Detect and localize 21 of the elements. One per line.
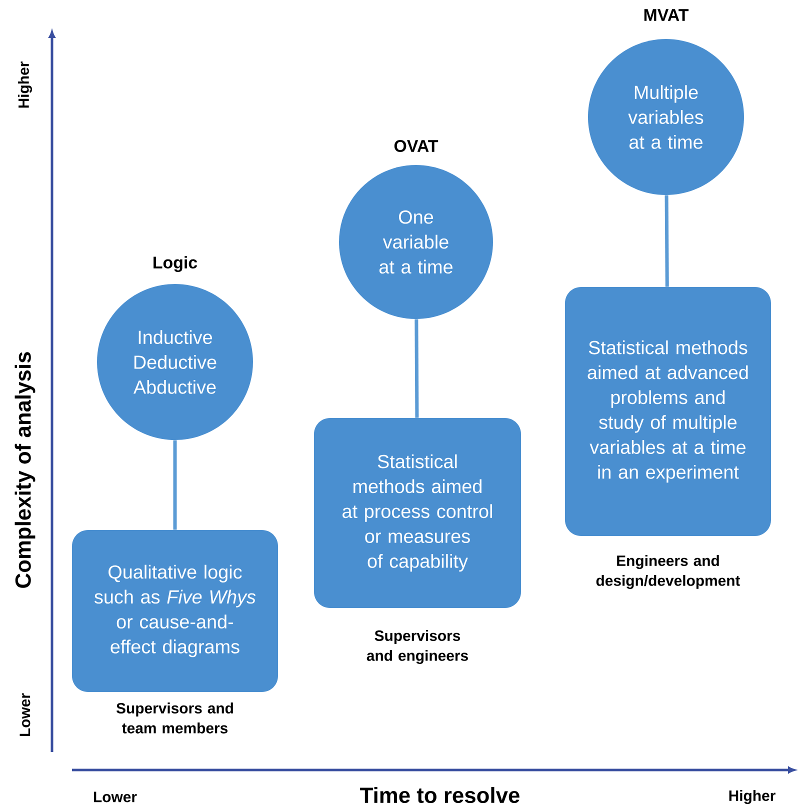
axis-label: Higher xyxy=(18,62,32,108)
connector-line xyxy=(173,440,177,530)
node-label: Supervisors and engineers xyxy=(366,630,468,664)
circle-node: Inductive Deductive Abductive xyxy=(97,284,253,440)
process-box: Statistical methods aimed at advanced problems and study of multiple variables at a time in an experiment xyxy=(565,287,771,536)
node-label: Supervisors and team members xyxy=(116,702,233,734)
process-box: Statistical methods aimed at process control or measures of capability xyxy=(314,418,521,608)
axis-title: Time to resolve xyxy=(360,786,520,804)
heading: OVAT xyxy=(394,140,438,152)
connector-line xyxy=(664,195,669,287)
node-label: Engineers and design/development xyxy=(596,555,740,589)
connector-line xyxy=(414,319,419,418)
axis-label: Higher xyxy=(729,790,776,804)
process-box: Qualitative logic such as Five Whys or cause-and-effect diagrams xyxy=(72,530,278,692)
axis-label: Lower xyxy=(94,792,137,802)
heading: Logic xyxy=(154,256,198,272)
axis-label: Lower xyxy=(20,693,30,736)
heading: MVAT xyxy=(644,9,689,21)
circle-node: One variable at a time xyxy=(339,165,493,319)
circle-node: Multiple variables at a time xyxy=(588,39,744,195)
axis-title: Complexity of analysis xyxy=(14,352,36,588)
